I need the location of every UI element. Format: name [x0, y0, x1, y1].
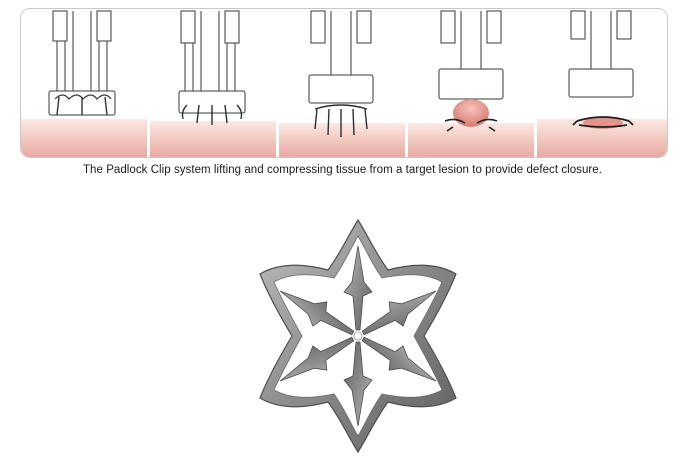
panel-step-3 [279, 9, 405, 157]
panel-step-5 [537, 9, 667, 157]
padlock-clip-photo [238, 210, 478, 462]
panel-step-2 [150, 9, 276, 157]
procedure-illustration [21, 9, 667, 157]
figure-caption: The Padlock Clip system lifting and comp… [82, 164, 602, 176]
procedure-illustration-strip [20, 8, 668, 158]
panel-step-1 [21, 9, 147, 157]
star-clip-shape [259, 218, 457, 454]
star-clip-image [259, 218, 457, 454]
panel-step-4 [408, 9, 534, 157]
